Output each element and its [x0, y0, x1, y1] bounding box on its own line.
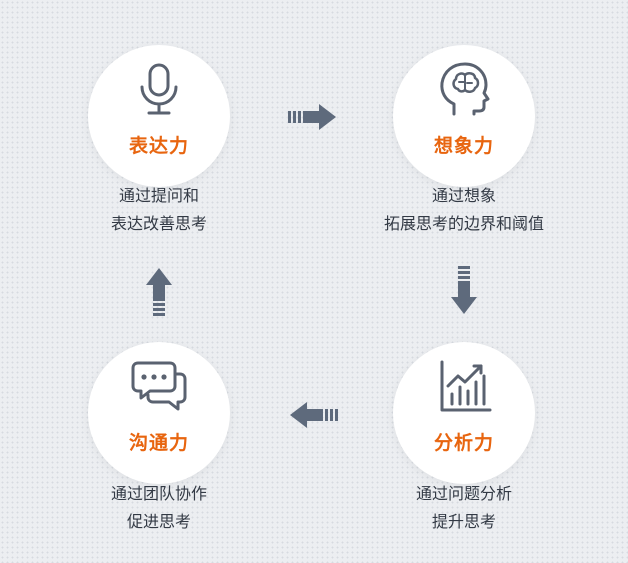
node-imagination-desc: 通过想象 拓展思考的边界和阈值 [334, 182, 594, 238]
node-analysis-circle: 分析力 [393, 342, 535, 484]
node-analysis-desc-line1: 通过问题分析 [415, 484, 512, 503]
node-expression-title: 表达力 [128, 135, 189, 157]
node-expression-desc-line2: 表达改善思考 [110, 214, 207, 233]
node-imagination-title: 想象力 [433, 135, 494, 157]
arrow-right-icon [288, 104, 336, 130]
node-imagination-desc-line2: 拓展思考的边界和阈值 [383, 214, 544, 233]
arrow-up-icon [146, 268, 172, 316]
microphone-icon [140, 63, 178, 115]
growth-chart-icon [440, 360, 492, 412]
node-imagination-desc-line1: 通过想象 [431, 186, 496, 205]
node-analysis-title: 分析力 [433, 432, 494, 454]
head-brain-icon [440, 62, 490, 116]
arrow-left-icon [290, 402, 338, 428]
node-expression-desc-line1: 通过提问和 [118, 186, 199, 205]
node-communication-circle: 沟通力 [88, 342, 230, 484]
node-imagination-circle: 想象力 [393, 45, 535, 187]
node-expression-desc: 通过提问和 表达改善思考 [59, 182, 259, 238]
node-communication-desc-line2: 促进思考 [126, 512, 191, 531]
node-analysis-desc-line2: 提升思考 [431, 512, 496, 531]
node-analysis-desc: 通过问题分析 提升思考 [364, 480, 564, 536]
node-communication-title: 沟通力 [128, 432, 189, 454]
chat-bubbles-icon [131, 361, 187, 411]
node-expression-circle: 表达力 [88, 45, 230, 187]
arrow-down-icon [451, 266, 477, 314]
node-communication-desc: 通过团队协作 促进思考 [59, 480, 259, 536]
node-communication-desc-line1: 通过团队协作 [110, 484, 207, 503]
